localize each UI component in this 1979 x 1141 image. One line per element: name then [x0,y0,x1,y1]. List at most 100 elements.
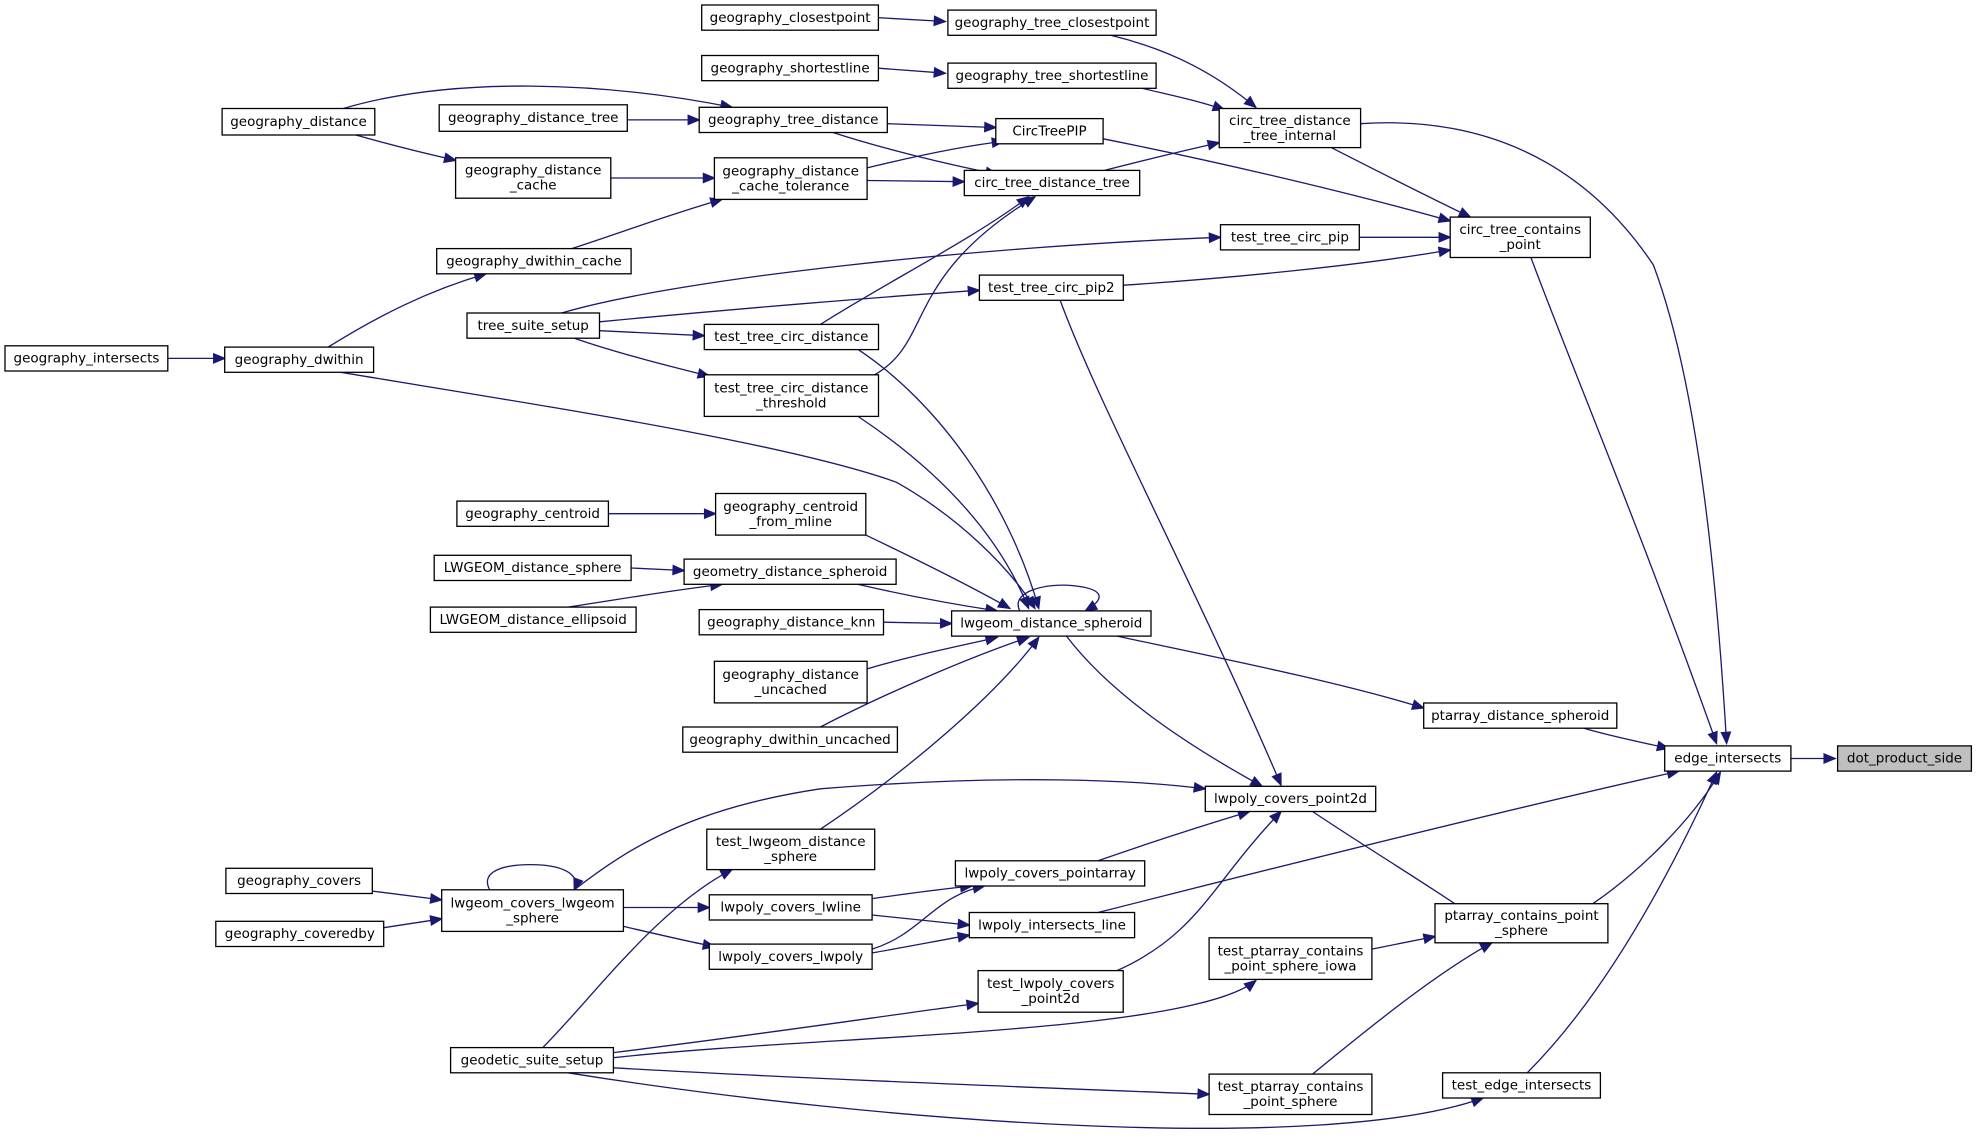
arrowhead [952,176,967,188]
node-geography_distance_cache[interactable]: geography_distance_cache [454,157,612,199]
node-label: lwpoly_covers_lwpoly [718,949,863,965]
node-geography_distance_knn[interactable]: geography_distance_knn [698,608,885,636]
node-geography_centroid[interactable]: geography_centroid [456,500,610,527]
node-geography_distance[interactable]: geography_distance [221,107,376,136]
node-box [947,9,1157,36]
node-box [441,889,625,933]
arrowhead [1271,772,1282,787]
node-geography_dwithin_cache[interactable]: geography_dwithin_cache [436,247,632,275]
edge-test_ptarray_contains_point_sphere_iowa-to-ptarray_contains_point_sphere [1371,933,1437,950]
node-circ_tree_distance_tree_internal[interactable]: circ_tree_distance_tree_internal [1218,107,1362,149]
node-geography_tree_shortestline[interactable]: geography_tree_shortestline [947,62,1157,89]
node-box [977,969,1124,1013]
node-box [1449,216,1591,259]
node-lwpoly_covers_point2d[interactable]: lwpoly_covers_point2d [1204,785,1377,813]
arrowhead [429,892,444,904]
node-tree_suite_setup[interactable]: tree_suite_setup [466,312,601,339]
node-label: geography_centroid [465,506,600,522]
node-lwpoly_intersects_line[interactable]: lwpoly_intersects_line [968,911,1136,939]
node-label: geography_dwithin_cache [446,254,622,270]
node-label: _sphere [505,910,559,926]
node-box [708,943,873,970]
node-ptarray_distance_spheroid[interactable]: ptarray_distance_spheroid [1423,702,1618,729]
node-box [1208,937,1373,981]
node-geography_dwithin[interactable]: geography_dwithin [224,346,375,373]
edge-line [866,636,998,670]
node-geography_dwithin_uncached[interactable]: geography_dwithin_uncached [682,726,899,753]
edge-geography_distance_uncached-to-lwgeom_distance_spheroid [866,634,999,670]
node-circ_tree_contains_point[interactable]: circ_tree_contains_point [1449,216,1591,259]
edge-line [567,1072,1484,1129]
arrowhead [1243,979,1258,993]
node-geography_covers[interactable]: geography_covers [225,867,373,895]
edge-geography_shortestline-to-geography_tree_shortestline [878,66,948,78]
node-test_tree_circ_distance[interactable]: test_tree_circ_distance [703,323,880,351]
node-test_edge_intersects[interactable]: test_edge_intersects [1441,1072,1602,1099]
node-geography_shortestline[interactable]: geography_shortestline [701,54,880,82]
node-lwpoly_covers_lwline[interactable]: lwpoly_covers_lwline [708,894,873,921]
node-test_ptarray_contains_point_sphere[interactable]: test_ptarray_contains_point_sphere [1208,1073,1373,1116]
node-box [698,608,885,636]
node-label: _from_mline [748,514,831,530]
node-lwgeom_distance_spheroid[interactable]: lwgeom_distance_spheroid [950,610,1152,637]
arrowhead [984,121,998,133]
node-box [703,374,880,418]
edge-line [1116,811,1282,972]
node-edge_intersects[interactable]: edge_intersects [1664,745,1792,772]
node-test_lwpoly_covers_point2d[interactable]: test_lwpoly_covers_point2d [977,969,1124,1013]
edge-line [571,198,723,250]
edge-line [623,925,715,948]
edge-ptarray_contains_point_sphere-to-edge_intersects [1592,770,1722,905]
node-geography_coveredby[interactable]: geography_coveredby [215,920,385,948]
node-label: _threshold [755,395,826,411]
node-CircTreePIP[interactable]: CircTreePIP [995,117,1104,145]
node-geography_tree_distance[interactable]: geography_tree_distance [698,106,888,134]
node-geography_intersects[interactable]: geography_intersects [4,345,169,372]
edge-line [1526,772,1718,1074]
node-lwpoly_covers_pointarray[interactable]: lwpoly_covers_pointarray [954,860,1146,887]
node-label: tree_suite_setup [478,318,589,334]
node-box [713,660,868,704]
node-geography_distance_uncached[interactable]: geography_distance_uncached [713,660,868,704]
node-box [224,346,375,373]
arrowhead [996,597,1012,610]
node-LWGEOM_distance_ellipsoid[interactable]: LWGEOM_distance_ellipsoid [429,606,637,633]
node-test_tree_circ_pip2[interactable]: test_tree_circ_pip2 [978,274,1124,301]
node-ptarray_contains_point_sphere[interactable]: ptarray_contains_point_sphere [1434,903,1609,944]
node-test_ptarray_contains_point_sphere_iowa[interactable]: test_ptarray_contains_point_sphere_iowa [1208,937,1373,981]
edge-lwgeom_distance_spheroid-to-ptarray_distance_spheroid [1116,635,1426,710]
node-label: test_tree_circ_distance [714,329,868,345]
node-geometry_distance_spheroid[interactable]: geometry_distance_spheroid [683,558,897,585]
node-lwpoly_covers_lwpoly[interactable]: lwpoly_covers_lwpoly [708,943,873,970]
node-box [703,323,880,351]
edge-lwgeom_distance_spheroid-to-lwpoly_covers_point2d [1065,635,1264,788]
node-test_lwgeom_distance_sphere[interactable]: test_lwgeom_distance_sphere [706,828,876,871]
arrowhead [1208,232,1223,244]
node-label: geography_dwithin_uncached [689,732,890,748]
edge-geography_tree_closestpoint-to-circ_tree_distance_tree_internal [1110,34,1258,109]
node-test_tree_circ_distance_threshold[interactable]: test_tree_circ_distance_threshold [703,374,880,418]
node-geography_distance_tree[interactable]: geography_distance_tree [438,104,628,132]
node-geodetic_suite_setup[interactable]: geodetic_suite_setup [449,1046,615,1074]
edge-geography_distance_cache_tolerance-to-circ_tree_distance_tree [867,176,967,188]
node-box [682,726,899,753]
arrowhead [443,152,458,164]
edge-line [1059,300,1282,786]
node-geography_centroid_from_mline[interactable]: geography_centroid_from_mline [714,492,867,536]
node-LWGEOM_distance_sphere[interactable]: LWGEOM_distance_sphere [433,554,632,582]
node-geography_distance_cache_tolerance[interactable]: geography_distance_cache_tolerance [713,157,868,201]
node-box [698,106,888,134]
node-geography_closestpoint[interactable]: geography_closestpoint [701,4,880,31]
node-lwgeom_covers_lwgeom_sphere[interactable]: lwgeom_covers_lwgeom_sphere [441,889,625,933]
node-circ_tree_distance_tree[interactable]: circ_tree_distance_tree [963,169,1141,197]
node-label: LWGEOM_distance_ellipsoid [440,612,627,628]
edge-geography_closestpoint-to-geography_tree_closestpoint [878,15,948,27]
node-box [436,247,632,275]
node-label: test_edge_intersects [1452,1078,1592,1094]
edge-test_tree_circ_distance_threshold-to-circ_tree_distance_tree [874,196,1037,376]
node-label: _tree_internal [1243,128,1336,144]
node-dot_product_side[interactable]: dot_product_side [1836,745,1973,772]
node-label: geography_covers [237,873,361,889]
node-geography_tree_closestpoint[interactable]: geography_tree_closestpoint [947,9,1157,36]
node-test_tree_circ_pip[interactable]: test_tree_circ_pip [1219,224,1360,251]
